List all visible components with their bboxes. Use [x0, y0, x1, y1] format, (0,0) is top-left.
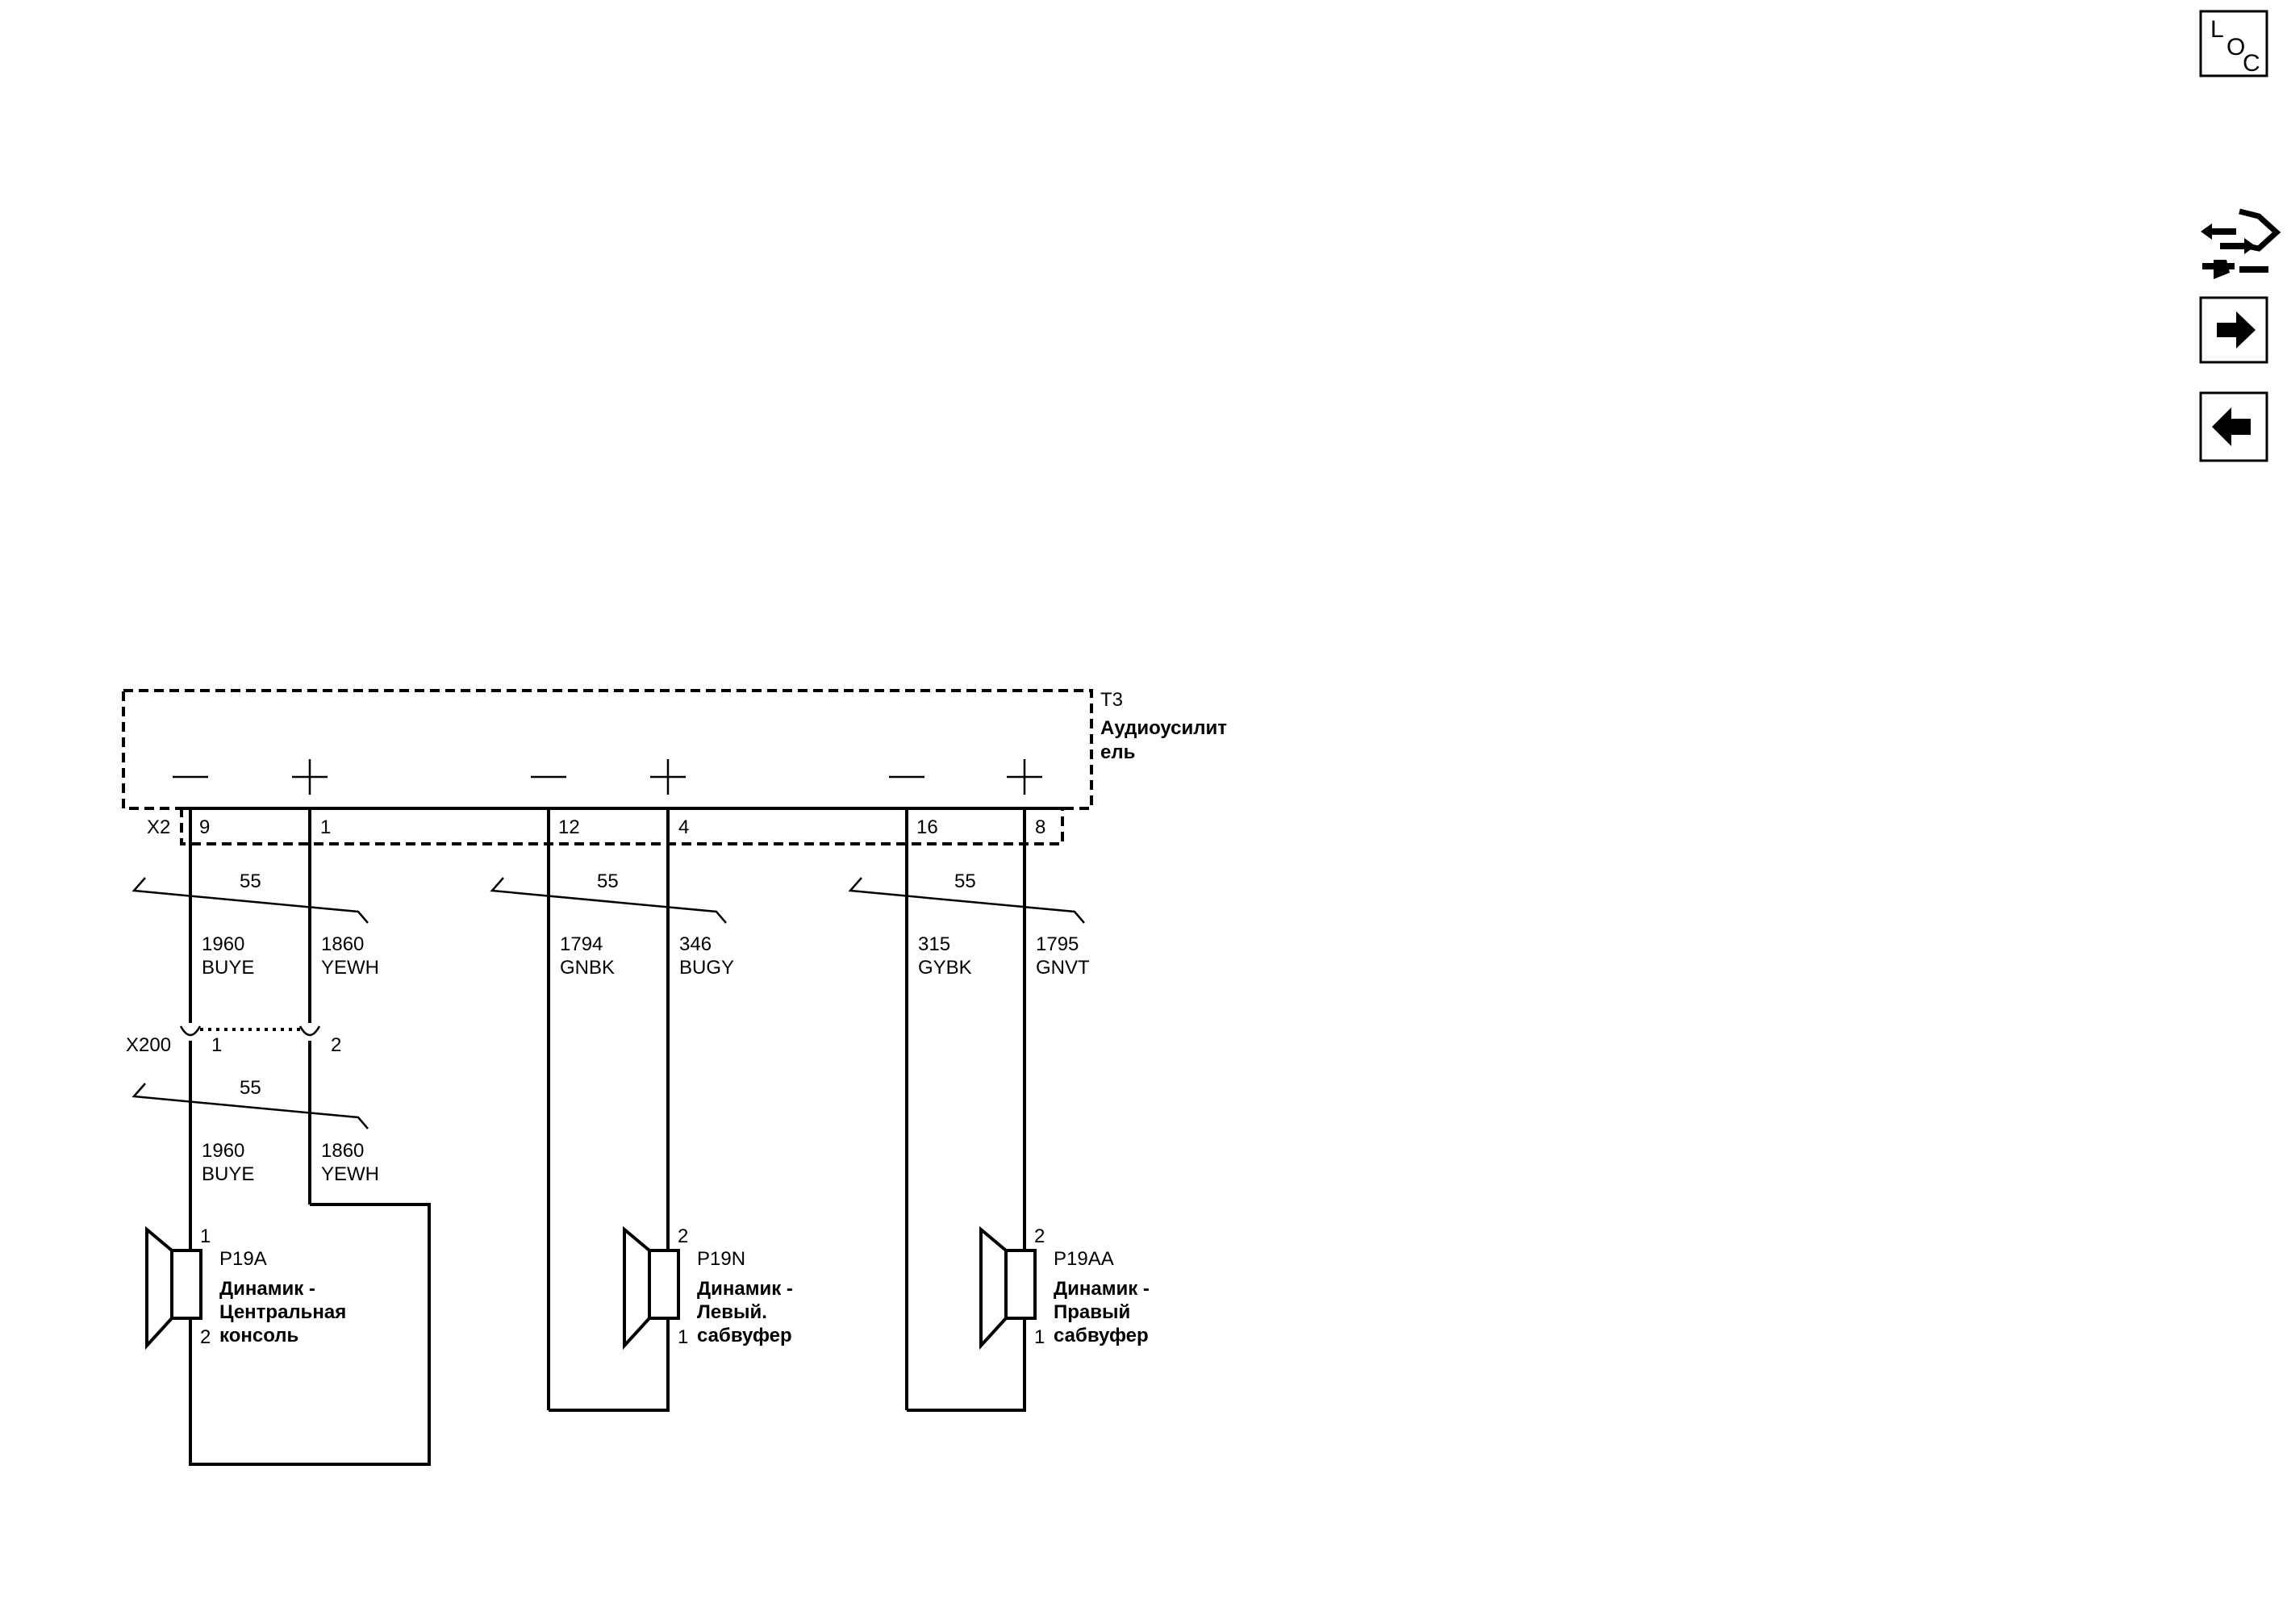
pin-12-label: 12: [558, 816, 580, 838]
svg-text:BUYE: BUYE: [202, 957, 254, 979]
svg-text:1: 1: [678, 1326, 688, 1348]
svg-text:BUGY: BUGY: [679, 957, 734, 979]
svg-text:1: 1: [211, 1034, 222, 1056]
pin-16-label: 16: [916, 816, 938, 838]
previous-page-icon[interactable]: [2199, 391, 2268, 462]
svg-text:2: 2: [1034, 1225, 1045, 1247]
svg-text:L: L: [2210, 16, 2224, 43]
svg-text:315: 315: [918, 933, 950, 955]
inline-connector-x200: X200 1 2: [126, 1025, 341, 1056]
svg-text:1960: 1960: [202, 1140, 244, 1162]
loc-icon[interactable]: L O C: [2199, 10, 2268, 77]
connector-x2-label: X2: [147, 816, 170, 838]
pin-8-label: 8: [1035, 816, 1045, 838]
speaker-icon: [979, 1225, 1037, 1351]
twist-label-1: 55: [240, 870, 261, 892]
svg-text:1795: 1795: [1036, 933, 1079, 955]
svg-text:GYBK: GYBK: [918, 957, 972, 979]
svg-text:GNVT: GNVT: [1036, 957, 1090, 979]
pin-1-label: 1: [320, 816, 331, 838]
speaker-p19aa: 2 1 P19AA Динамик - Правый сабвуфер: [979, 1225, 1150, 1351]
amplifier-module: T3 Аудиоусилит ель X2 9 1 12 4 16 8: [122, 689, 1227, 845]
upper-wire-labels: 1960 BUYE 1860 YEWH 1794 GNBK 346 BUGY 3…: [202, 933, 1090, 979]
polarity-symbols: [173, 759, 1042, 795]
wire-runs: [189, 808, 1026, 1466]
svg-text:P19N: P19N: [697, 1248, 745, 1270]
svg-text:сабвуфер: сабвуфер: [1054, 1325, 1149, 1346]
svg-text:Левый.: Левый.: [697, 1301, 767, 1323]
svg-text:1794: 1794: [560, 933, 603, 955]
svg-text:сабвуфер: сабвуфер: [697, 1325, 792, 1346]
svg-text:Центральная: Центральная: [219, 1301, 346, 1323]
svg-text:346: 346: [679, 933, 712, 955]
twist-label-4: 55: [240, 1077, 261, 1099]
twist-label-2: 55: [597, 870, 619, 892]
svg-text:P19A: P19A: [219, 1248, 267, 1270]
svg-text:консоль: консоль: [219, 1325, 298, 1346]
svg-text:Динамик -: Динамик -: [1054, 1278, 1150, 1300]
svg-text:GNBK: GNBK: [560, 957, 615, 979]
speaker-p19a: 1 2 P19A Динамик - Центральная консоль: [145, 1225, 346, 1351]
svg-text:2: 2: [678, 1225, 688, 1247]
speaker-icon: [145, 1225, 202, 1351]
lower-wire-labels: 1960 BUYE 1860 YEWH: [202, 1140, 379, 1185]
module-name-line2: ель: [1100, 741, 1135, 763]
svg-text:2: 2: [200, 1326, 211, 1348]
pin-9-label: 9: [199, 816, 210, 838]
svg-text:1860: 1860: [321, 1140, 364, 1162]
svg-text:1960: 1960: [202, 933, 244, 955]
speaker-icon: [623, 1225, 680, 1351]
next-page-icon[interactable]: [2199, 296, 2268, 364]
svg-text:C: C: [2243, 50, 2260, 77]
svg-text:P19AA: P19AA: [1054, 1248, 1114, 1270]
pin-4-label: 4: [678, 816, 689, 838]
twist-label-3: 55: [954, 870, 976, 892]
svg-text:Правый: Правый: [1054, 1301, 1130, 1323]
twisted-pair-markers: 55 55 55 55: [131, 870, 1085, 1129]
module-ref: T3: [1100, 689, 1123, 711]
svg-text:YEWH: YEWH: [321, 957, 379, 979]
svg-text:Динамик -: Динамик -: [697, 1278, 793, 1300]
svg-text:Динамик -: Динамик -: [219, 1278, 315, 1300]
svg-text:2: 2: [331, 1034, 341, 1056]
svg-text:BUYE: BUYE: [202, 1163, 254, 1185]
connector-info-icon[interactable]: [2201, 208, 2281, 279]
speaker-p19n: 2 1 P19N Динамик - Левый. сабвуфер: [623, 1225, 793, 1351]
svg-text:1860: 1860: [321, 933, 364, 955]
svg-text:YEWH: YEWH: [321, 1163, 379, 1185]
module-name-line1: Аудиоусилит: [1100, 717, 1227, 739]
svg-text:1: 1: [1034, 1326, 1045, 1348]
svg-text:1: 1: [200, 1225, 211, 1247]
svg-text:O: O: [2226, 34, 2245, 61]
svg-text:X200: X200: [126, 1034, 171, 1056]
